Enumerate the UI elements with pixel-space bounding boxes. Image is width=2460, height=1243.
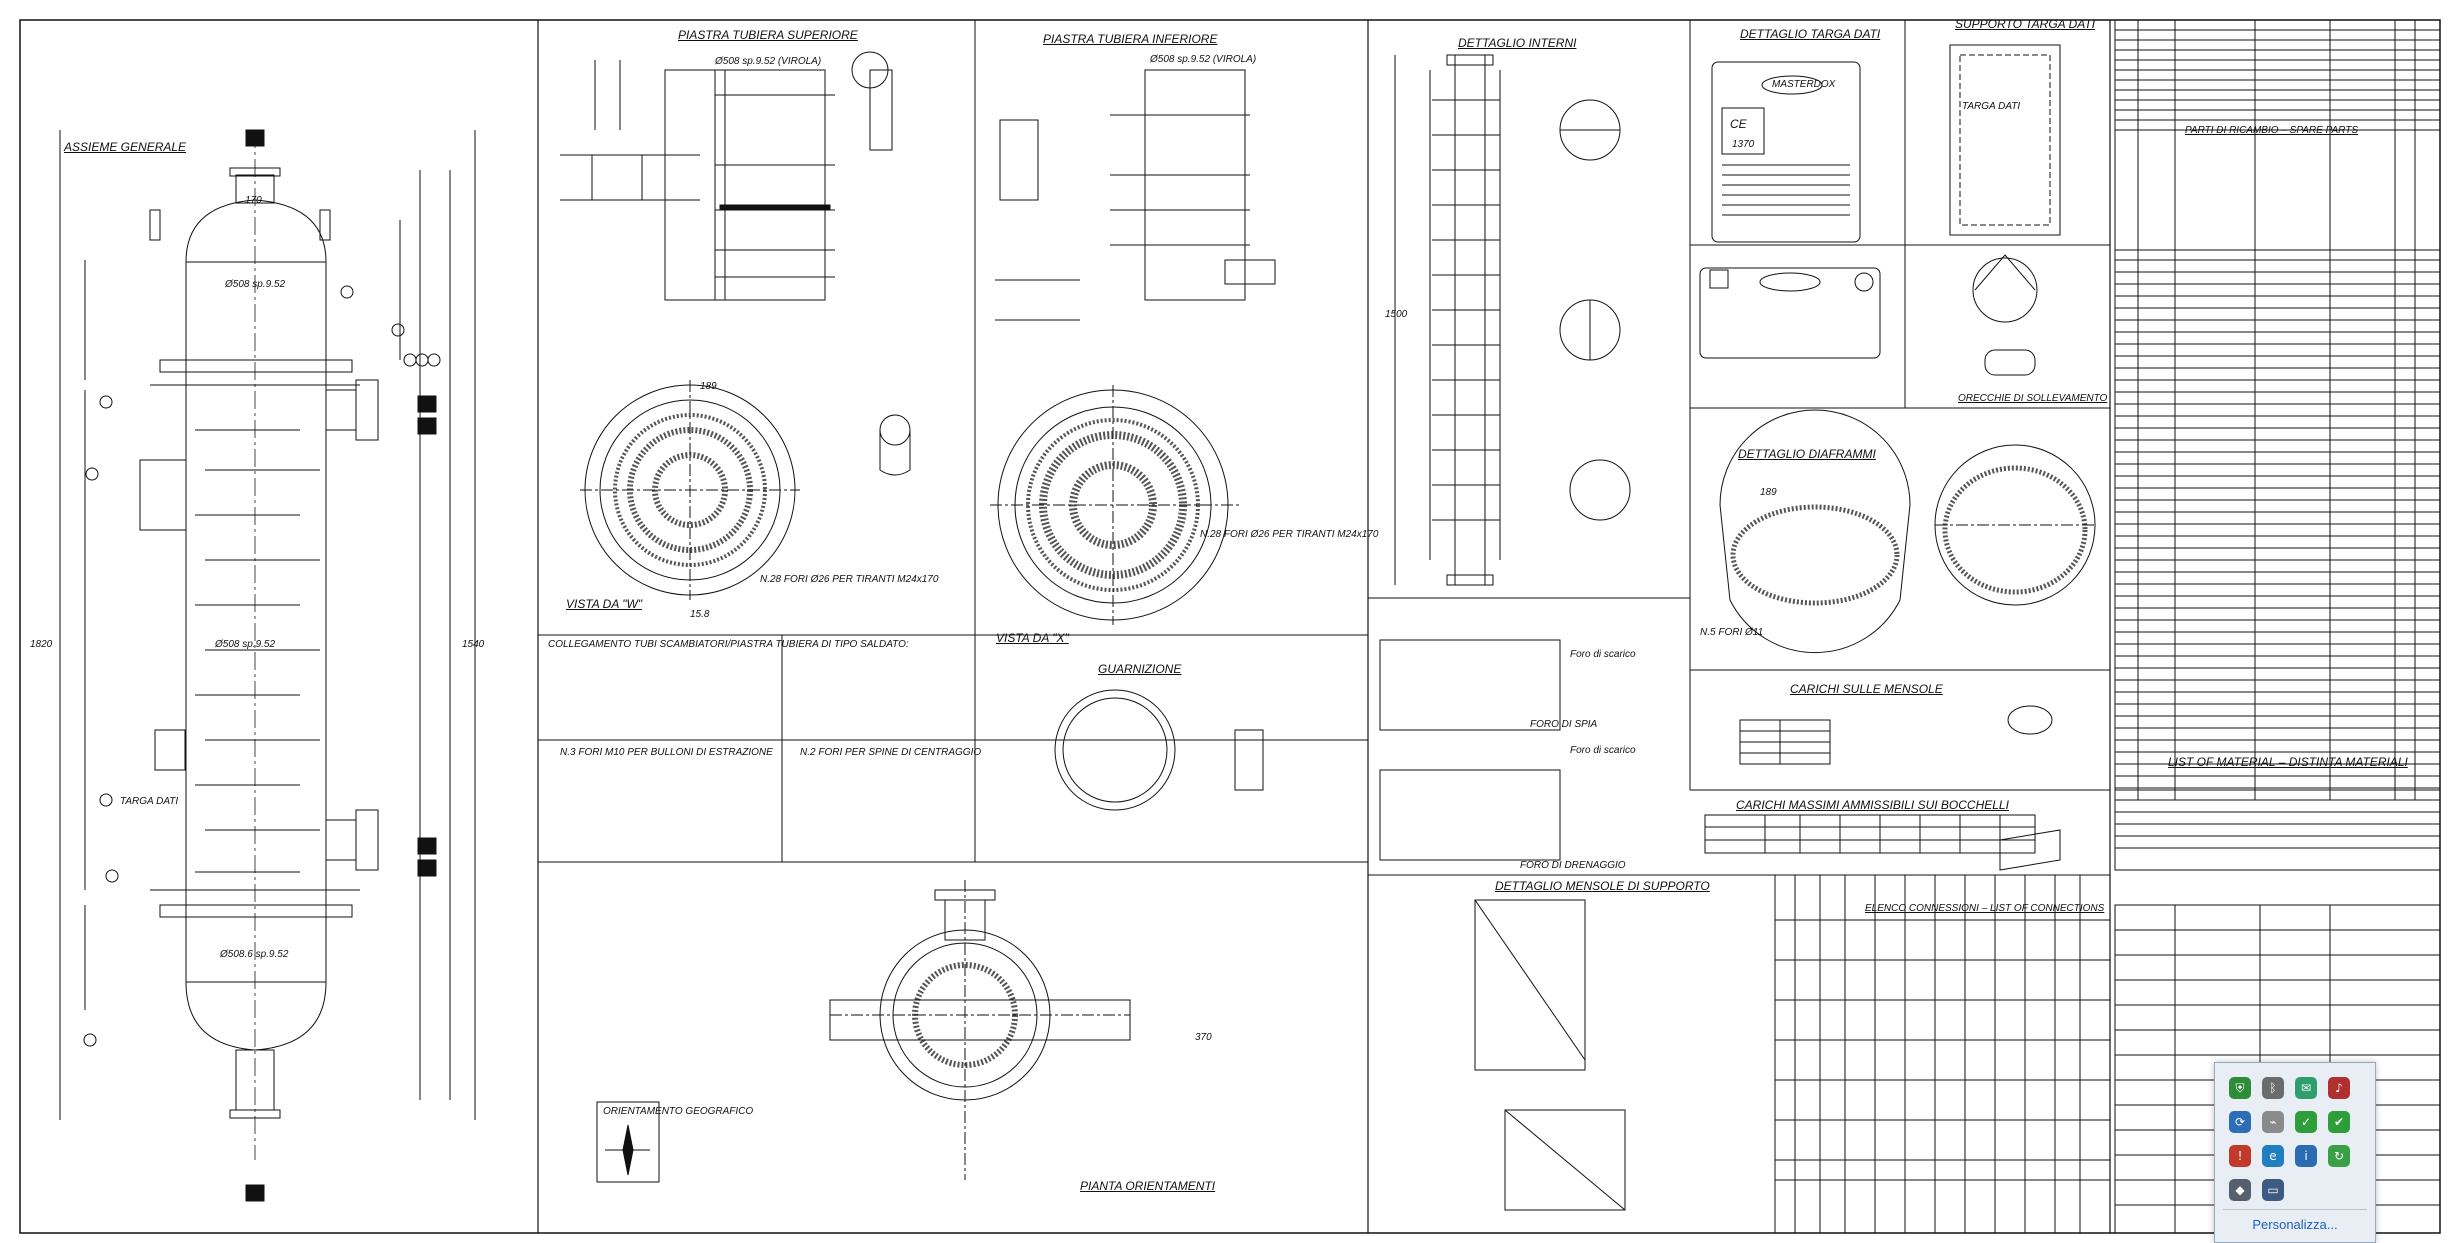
baffles-detail: [1719, 409, 2096, 654]
edge-icon[interactable]: e: [2262, 1145, 2284, 1167]
volume-icon[interactable]: ♪: [2328, 1077, 2350, 1099]
label-nameplate-support-text: TARGA DATI: [1962, 101, 2021, 112]
nameplate-support: [1949, 44, 2061, 376]
label-upper-tubesheet: PIASTRA TUBIERA SUPERIORE: [678, 28, 858, 42]
upper-tubesheet-section: [560, 51, 911, 600]
label-lug-loads: CARICHI SULLE MENSOLE: [1790, 682, 1943, 696]
info-icon[interactable]: i: [2295, 1145, 2317, 1167]
chat-icon[interactable]: ✉: [2295, 1077, 2317, 1099]
label-connections: ELENCO CONNESSIONI – LIST OF CONNECTIONS: [1865, 903, 2105, 914]
orientation-plan: [596, 880, 1131, 1183]
label-ce-number: 1370: [1732, 139, 1755, 150]
label-orientation-plan: PIANTA ORIENTAMENTI: [1080, 1179, 1216, 1193]
label-spy-hole: FORO DI SPIA: [1530, 719, 1598, 730]
security-icon[interactable]: ⛨: [2229, 1077, 2251, 1099]
nameplate-detail: [1699, 61, 1881, 359]
refresh-icon[interactable]: ↻: [2328, 1145, 2350, 1167]
dim-189: 189: [1760, 487, 1777, 498]
label-general-assembly: ASSIEME GENERALE: [64, 140, 187, 154]
parts-list-table: [2114, 19, 2441, 1234]
sync-icon[interactable]: ⟳: [2229, 1111, 2251, 1133]
lower-tubesheet-section: [990, 69, 1276, 625]
dim-170: 170: [245, 195, 262, 206]
shield-check-icon[interactable]: ✔: [2328, 1111, 2350, 1133]
connections-table: [1774, 874, 2111, 1234]
label-tube-connection: COLLEGAMENTO TUBI SCAMBIATORI/PIASTRA TU…: [548, 639, 909, 650]
display-icon[interactable]: ▭: [2262, 1179, 2284, 1201]
cube-icon[interactable]: ◆: [2229, 1179, 2251, 1201]
alert-icon[interactable]: !: [2229, 1145, 2251, 1167]
label-nameplate-support: SUPPORTO TARGA DATI: [1955, 17, 2096, 31]
label-extraction-bolts: N.3 FORI M10 PER BULLONI DI ESTRAZIONE: [560, 747, 773, 758]
label-spare-parts: PARTI DI RICAMBIO – SPARE PARTS: [2185, 125, 2359, 136]
dim-shell-lower: Ø508.6 sp.9.52: [220, 949, 289, 960]
bluetooth-icon[interactable]: ᛒ: [2262, 1077, 2284, 1099]
vessel-assembly: [59, 129, 476, 1202]
loads-tables: [1704, 719, 2036, 854]
dim-1540: 1540: [462, 639, 485, 650]
tray-separator: [2223, 1209, 2367, 1210]
spare-parts-sketch: [1999, 705, 2061, 871]
label-drain-outlet: Foro di scarico: [1570, 649, 1636, 660]
dim-shell: Ø508 sp.9.52: [225, 279, 286, 290]
dim-1500: 1500: [1385, 309, 1408, 320]
label-tie-rod-holes: N.28 FORI Ø26 PER TIRANTI M24x170: [760, 574, 939, 585]
label-drain-hole: FORO DI DRENAGGIO: [1520, 860, 1626, 871]
customize-link[interactable]: Personalizza...: [2252, 1217, 2338, 1232]
support-lug-detail: [1379, 639, 1626, 1211]
label-tie-rod-holes-lower: N.28 FORI Ø26 PER TIRANTI M24x170: [1200, 529, 1379, 540]
label-baffles: DETTAGLIO DIAFRAMMI: [1738, 447, 1876, 461]
label-geographic-orientation: ORIENTAMENTO GEOGRAFICO: [603, 1106, 754, 1117]
check-icon[interactable]: ✓: [2295, 1111, 2317, 1133]
label-support-lugs: DETTAGLIO MENSOLE DI SUPPORTO: [1495, 879, 1710, 893]
label-baffle-holes: N.5 FORI Ø11: [1700, 627, 1764, 638]
label-lower-tubesheet: PIASTRA TUBIERA INFERIORE: [1043, 32, 1218, 46]
label-lifting-lugs: ORECCHIE DI SOLLEVAMENTO: [1958, 393, 2108, 404]
internals-detail: [1394, 54, 1631, 586]
label-gasket: GUARNIZIONE: [1098, 662, 1182, 676]
label-nameplate-vessel: TARGA DATI: [120, 796, 179, 807]
dim-1820: 1820: [30, 639, 53, 650]
gasket-detail: [1054, 689, 1264, 811]
dim-shell-mid: Ø508 sp.9.52: [215, 639, 276, 650]
dim-virola-lower: Ø508 sp.9.52 (VIROLA): [1150, 54, 1257, 65]
label-view-w: VISTA DA "W": [566, 597, 643, 611]
dim-189-upper: 189: [700, 381, 717, 392]
label-internals: DETTAGLIO INTERNI: [1458, 36, 1577, 50]
label-ce-mark: CE: [1730, 117, 1747, 131]
label-manufacturer-logo: MASTERDOX: [1772, 79, 1836, 90]
dim-15-8: 15.8: [690, 609, 710, 620]
dim-virola: Ø508 sp.9.52 (VIROLA): [715, 56, 822, 67]
label-nameplate: DETTAGLIO TARGA DATI: [1740, 27, 1881, 41]
label-drain-outlet-2: Foro di scarico: [1570, 745, 1636, 756]
label-centering-pins: N.2 FORI PER SPINE DI CENTRAGGIO: [800, 747, 982, 758]
label-materials-list: LIST OF MATERIAL – DISTINTA MATERIALI: [2168, 755, 2408, 769]
label-nozzle-loads: CARICHI MASSIMI AMMISSIBILI SUI BOCCHELL…: [1736, 798, 2009, 812]
label-view-x: VISTA DA "X": [996, 631, 1069, 645]
dim-370: 370: [1195, 1032, 1212, 1043]
network-icon[interactable]: ⌁: [2262, 1111, 2284, 1133]
